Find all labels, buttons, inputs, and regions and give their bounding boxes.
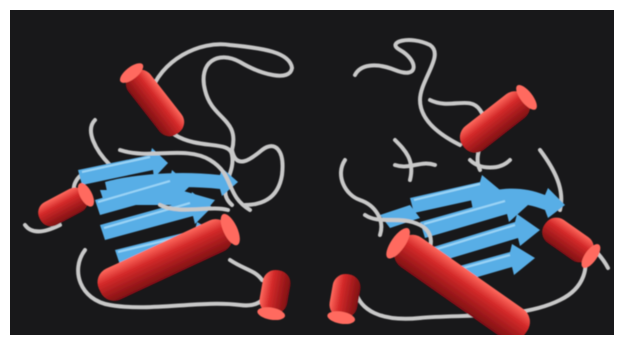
protein-structure-render — [10, 10, 614, 335]
molecule-viewport — [10, 10, 614, 335]
